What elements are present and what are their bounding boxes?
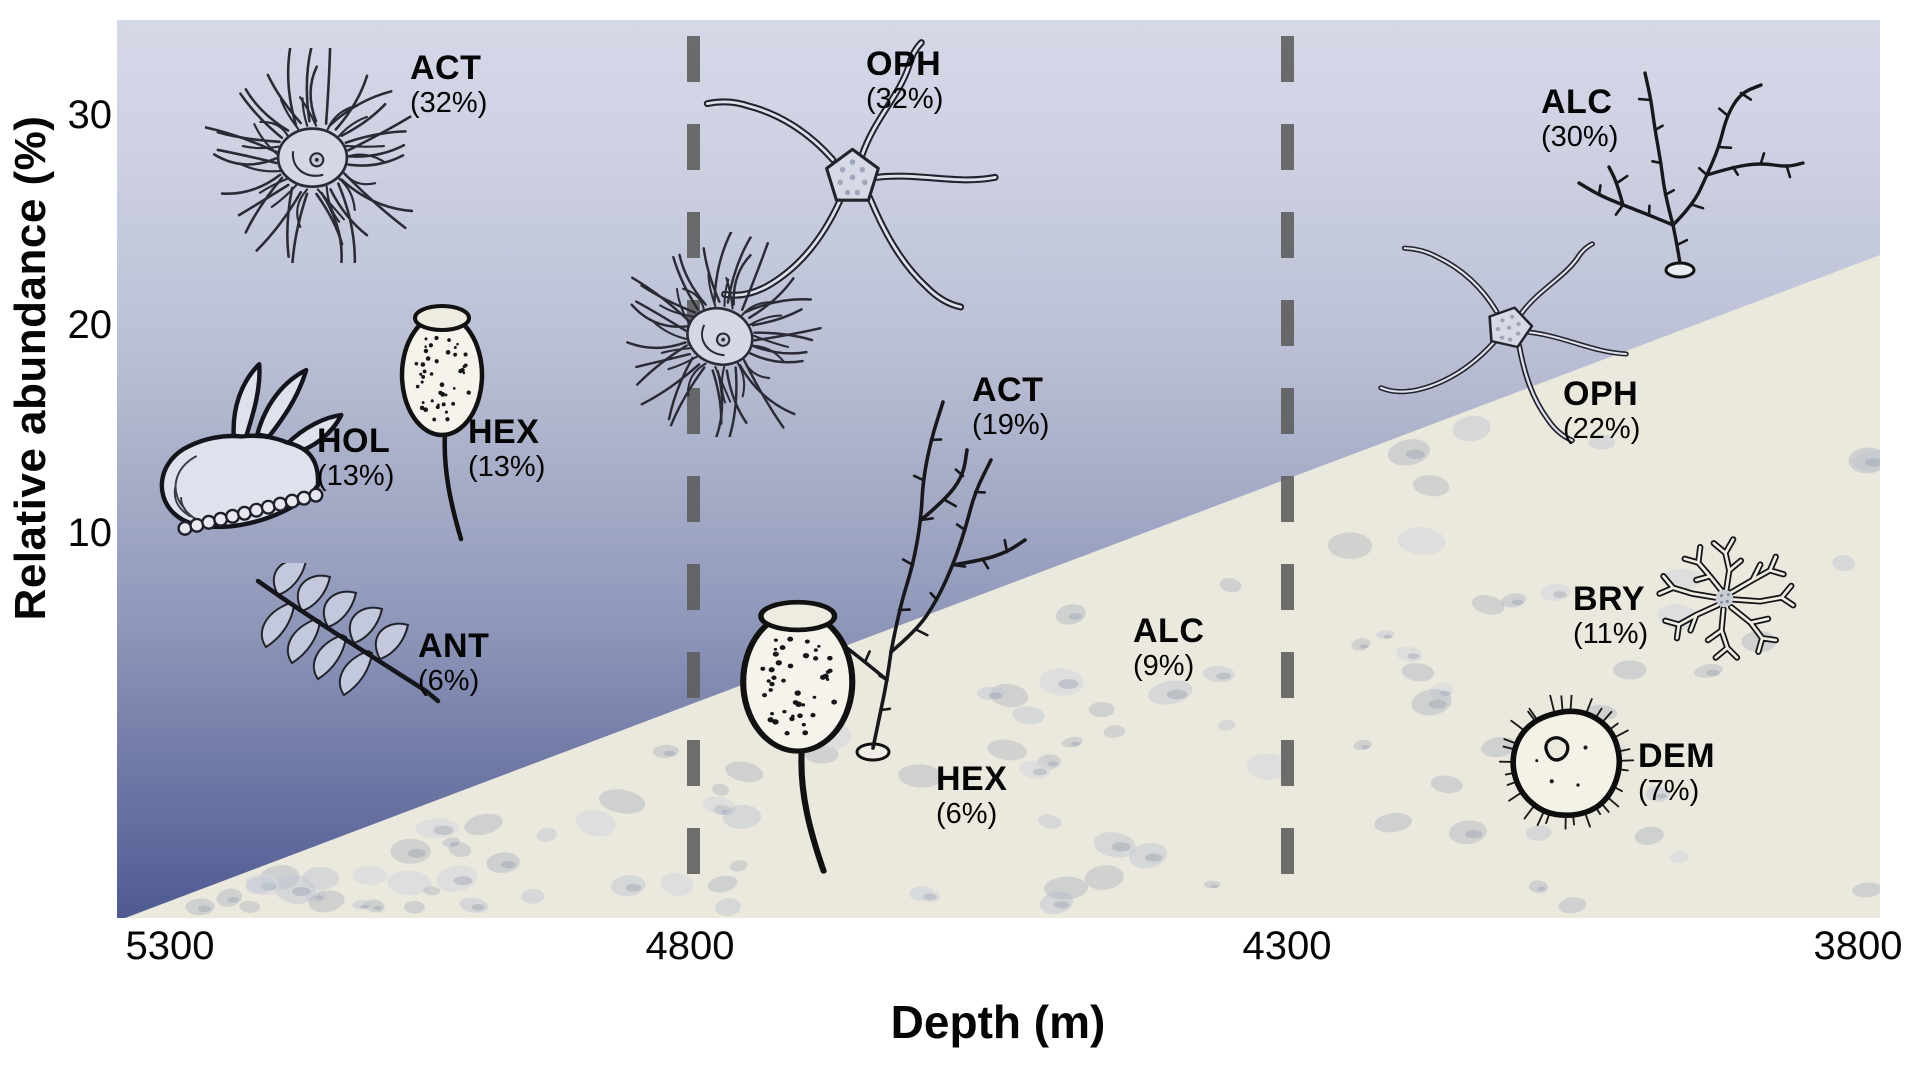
bryozoan-illustration <box>1656 536 1797 661</box>
sea-anemone-illustration <box>205 48 420 263</box>
taxon-pct: (6%) <box>418 665 480 697</box>
taxon-label-act-zone1: ACT (32%) <box>410 50 487 120</box>
taxon-pct: (32%) <box>410 87 488 119</box>
taxon-code: HEX <box>936 760 1008 798</box>
stalked-sponge-illustration <box>720 578 870 878</box>
taxon-label-oph-zone3: OPH (22%) <box>1563 376 1640 446</box>
taxon-code: ALC <box>1541 83 1613 121</box>
taxon-code: HOL <box>317 422 391 460</box>
x-tick-4300: 4300 <box>1242 924 1332 968</box>
taxon-code: HEX <box>468 413 540 451</box>
y-tick-label-30: 30 <box>67 93 113 137</box>
taxon-code: BRY <box>1573 580 1646 618</box>
x-tick-5300: 5300 <box>125 924 215 968</box>
taxon-pct: (11%) <box>1573 618 1649 650</box>
taxon-code: ALC <box>1133 612 1205 650</box>
y-axis-title: Relative abundance (%) <box>6 115 55 621</box>
taxon-label-oph-zone2: OPH (32%) <box>866 46 943 116</box>
taxon-pct: (32%) <box>866 83 944 115</box>
taxon-label-ant-zone1: ANT (6%) <box>418 628 489 698</box>
taxon-label-hex-zone1: HEX (13%) <box>468 414 545 484</box>
taxon-pct: (13%) <box>468 451 546 483</box>
taxon-pct: (19%) <box>972 409 1050 441</box>
taxon-code: DEM <box>1638 737 1716 775</box>
branching-soft-coral-illustration <box>831 400 1027 762</box>
y-tick-label-10: 10 <box>67 511 113 555</box>
taxon-label-alc-zone3: ALC (30%) <box>1541 84 1618 154</box>
taxon-label-bry-zone3: BRY (11%) <box>1573 581 1648 651</box>
taxon-pct: (9%) <box>1133 650 1195 682</box>
taxon-label-dem-zone3: DEM (7%) <box>1638 738 1715 808</box>
taxon-pct: (13%) <box>317 460 395 492</box>
taxon-pct: (6%) <box>936 798 998 830</box>
taxon-code: ACT <box>410 49 482 87</box>
sea-pen-illustration <box>255 563 441 704</box>
taxon-label-hex-zone2: HEX (6%) <box>936 761 1007 831</box>
zone-divider-4800-dashed-line <box>687 36 700 910</box>
taxon-label-act-zone2: ACT (19%) <box>972 372 1049 442</box>
x-axis-title: Depth (m) <box>890 996 1106 1048</box>
x-tick-4800: 4800 <box>645 924 735 968</box>
zone-divider-4300-dashed-line <box>1281 36 1294 910</box>
taxon-code: OPH <box>866 45 942 83</box>
sea-anemone-illustration <box>618 232 823 437</box>
taxon-label-hol-zone1: HOL (13%) <box>317 423 394 493</box>
y-tick-label-20: 20 <box>67 303 113 347</box>
x-tick-3800: 3800 <box>1813 924 1903 968</box>
plot-area: ACT (32%) HOL (13%) HEX (13%) ANT (6%) O… <box>117 20 1880 918</box>
taxon-code: ANT <box>418 627 490 665</box>
round-demosponge-illustration <box>1498 695 1635 830</box>
branching-soft-coral-illustration <box>1577 71 1805 279</box>
taxon-pct: (7%) <box>1638 775 1700 807</box>
taxon-pct: (22%) <box>1563 413 1641 445</box>
taxon-label-alc-zone2: ALC (9%) <box>1133 613 1204 683</box>
sea-cucumber-illustration <box>159 361 344 536</box>
taxon-code: OPH <box>1563 375 1639 413</box>
taxon-pct: (30%) <box>1541 121 1619 153</box>
taxon-code: ACT <box>972 371 1044 409</box>
